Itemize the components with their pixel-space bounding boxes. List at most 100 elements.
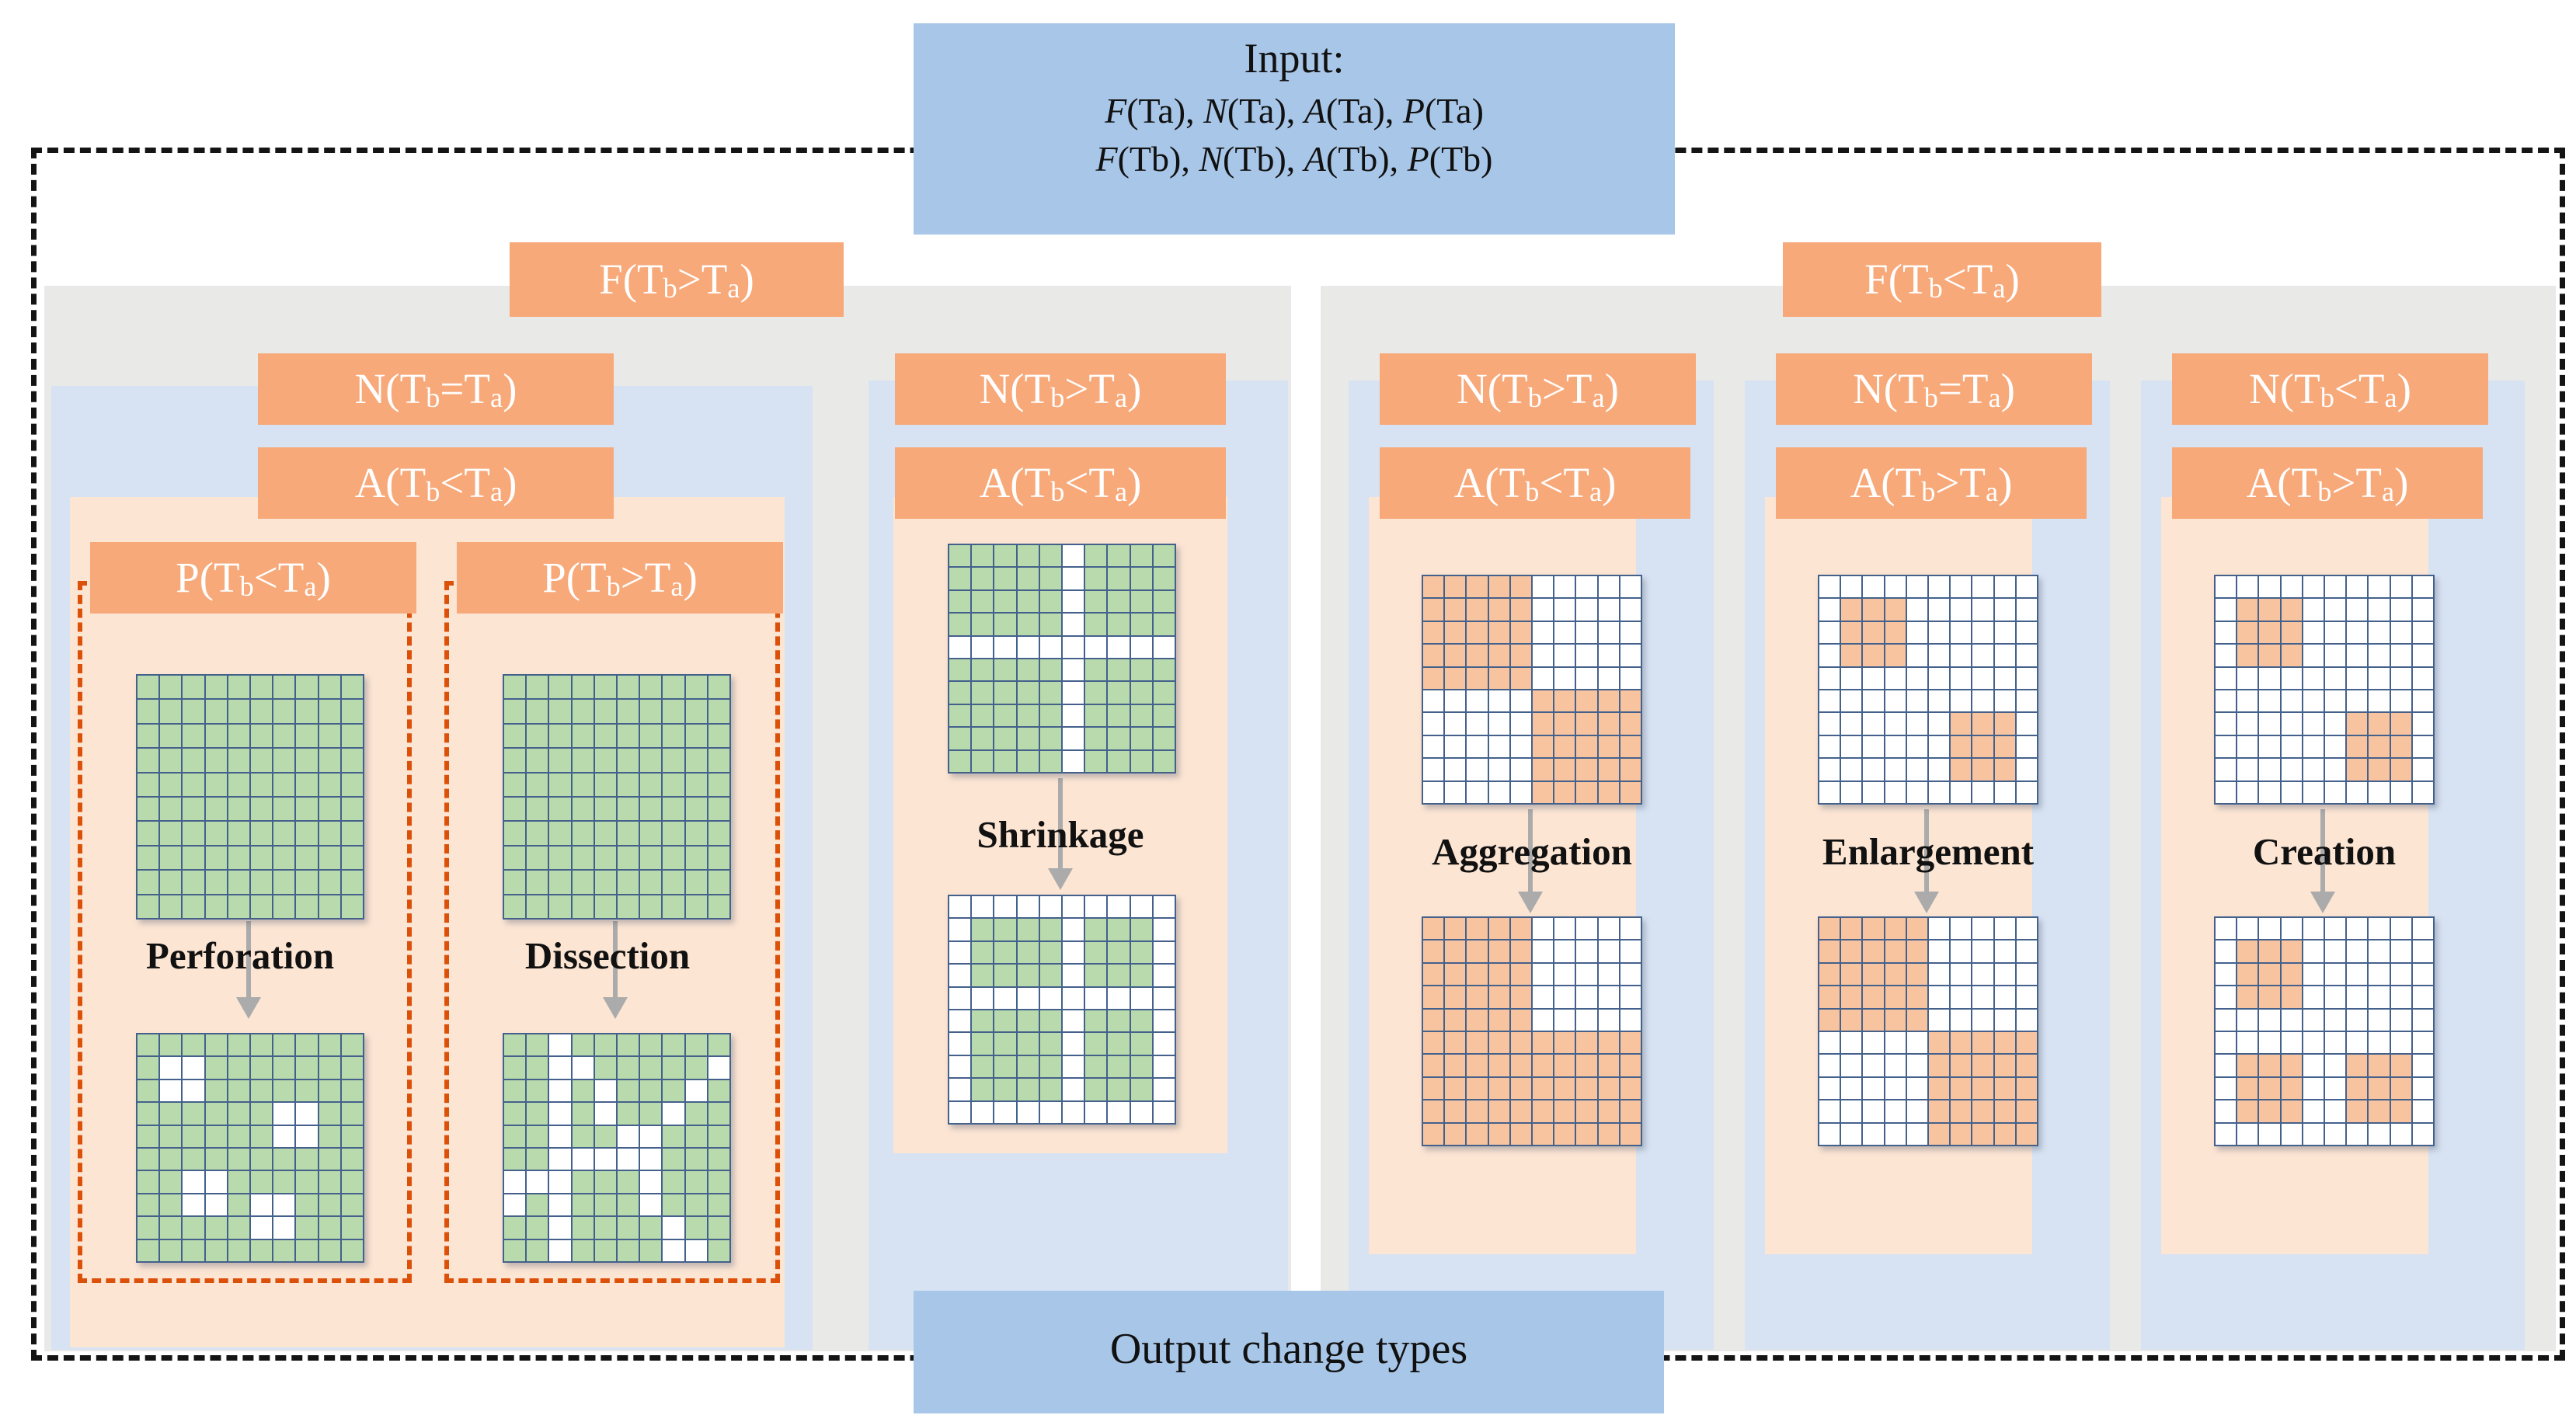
patch-cell: [319, 773, 340, 796]
patch-cell: [618, 1057, 639, 1079]
patch-cell: [1445, 713, 1466, 735]
patch-cell: [1554, 599, 1575, 621]
patch-cell: [2237, 918, 2258, 940]
patch-cell: [663, 1034, 684, 1056]
patch-cell: [1039, 1055, 1061, 1078]
patch-cell: [1063, 1079, 1084, 1100]
patch-cell: [572, 846, 594, 870]
patch-cell: [1951, 735, 1972, 758]
patch-cell: [1467, 1055, 1488, 1076]
patch-cell: [1130, 965, 1152, 986]
patch-cell: [527, 1034, 548, 1056]
patch-cell: [572, 1057, 594, 1079]
patch-cell: [1423, 576, 1444, 598]
patch-cell: [994, 545, 1016, 567]
patch-cell: [2369, 940, 2390, 962]
patch-cell: [663, 749, 684, 772]
patch-cell: [994, 1055, 1016, 1078]
patch-cell: [2259, 599, 2280, 621]
patch-cell: [1445, 1031, 1466, 1054]
patch-cell: [1972, 735, 1993, 758]
patch-cell: [183, 1171, 204, 1193]
patch-cell: [527, 1217, 548, 1239]
patch-cell: [1576, 621, 1597, 644]
patch-cell: [1063, 614, 1084, 635]
patch-cell: [2412, 986, 2433, 1008]
patch-cell: [1130, 750, 1152, 772]
patch-cell: [1620, 759, 1641, 781]
patch-cell: [663, 1171, 684, 1193]
patch-cell: [1951, 781, 1972, 803]
patch-cell: [319, 846, 340, 870]
patch-cell: [618, 895, 639, 918]
patch-cell: [1017, 987, 1039, 1009]
patch-cell: [2347, 713, 2368, 735]
patch-cell: [2216, 940, 2237, 962]
patch-cell: [2016, 1055, 2037, 1076]
patch-cell: [341, 1034, 363, 1056]
patch-cell: [504, 676, 526, 699]
patch-cell: [1620, 713, 1641, 735]
patch-cell: [1929, 735, 1950, 758]
patch-cell: [594, 1148, 616, 1170]
patch-cell: [1819, 918, 1840, 940]
patch-cell: [1620, 599, 1641, 621]
patch-cell: [1819, 759, 1840, 781]
patch-cell: [1972, 667, 1993, 689]
patch-cell: [549, 724, 571, 748]
patch-cell: [1819, 713, 1840, 735]
patch-cell: [527, 1239, 548, 1261]
patch-cell: [2216, 986, 2237, 1008]
patch-cell: [319, 1171, 340, 1193]
patch-cell: [273, 822, 295, 845]
patch-cell: [663, 1103, 684, 1125]
patch-cell: [2390, 645, 2411, 666]
patch-cell: [527, 1057, 548, 1079]
patch-cell: [1906, 1009, 1927, 1031]
patch-cell: [1863, 1031, 1884, 1054]
patch-cell: [2303, 735, 2324, 758]
patch-cell: [1488, 1123, 1509, 1145]
patch-cell: [1063, 750, 1084, 772]
patch-cell: [949, 1010, 971, 1032]
patch-cell: [2347, 1077, 2368, 1100]
patch-cell: [251, 676, 273, 699]
patch-cell: [1108, 1079, 1130, 1100]
patch-cell: [504, 1171, 526, 1193]
patch-cell: [2303, 759, 2324, 781]
patch-cell: [2237, 1123, 2258, 1145]
patch-cell: [2016, 759, 2037, 781]
patch-cell: [2325, 759, 2346, 781]
patch-cell: [138, 822, 159, 845]
patch-cell: [1108, 750, 1130, 772]
patch-cell: [138, 846, 159, 870]
patch-cell: [1906, 645, 1927, 666]
patch-cell: [549, 1103, 571, 1125]
p-condition-dissection: P(Tb>Ta): [457, 542, 783, 614]
patch-cell: [1863, 735, 1884, 758]
patch-cell: [2281, 759, 2302, 781]
patch-cell: [1488, 781, 1509, 803]
patch-cell: [972, 1079, 994, 1100]
patch-cell: [1533, 667, 1554, 689]
patch-cell: [1863, 1055, 1884, 1076]
patch-cell: [160, 871, 182, 894]
patch-cell: [1554, 735, 1575, 758]
patch-cell: [572, 749, 594, 772]
patch-cell: [640, 700, 662, 723]
patch-cell: [1017, 896, 1039, 918]
patch-cell: [1819, 667, 1840, 689]
patch-cell: [1951, 1055, 1972, 1076]
patch-cell: [1445, 645, 1466, 666]
patch-cell: [205, 1148, 227, 1170]
patch-cell: [572, 1171, 594, 1193]
patch-cell: [341, 822, 363, 845]
patch-cell: [1063, 987, 1084, 1009]
patch-cell: [1863, 759, 1884, 781]
patch-cell: [1533, 918, 1554, 940]
patch-cell: [640, 749, 662, 772]
patch-cell: [1533, 940, 1554, 962]
patch-cell: [1841, 781, 1862, 803]
patch-cell: [1153, 1033, 1175, 1055]
patch-cell: [572, 1217, 594, 1239]
